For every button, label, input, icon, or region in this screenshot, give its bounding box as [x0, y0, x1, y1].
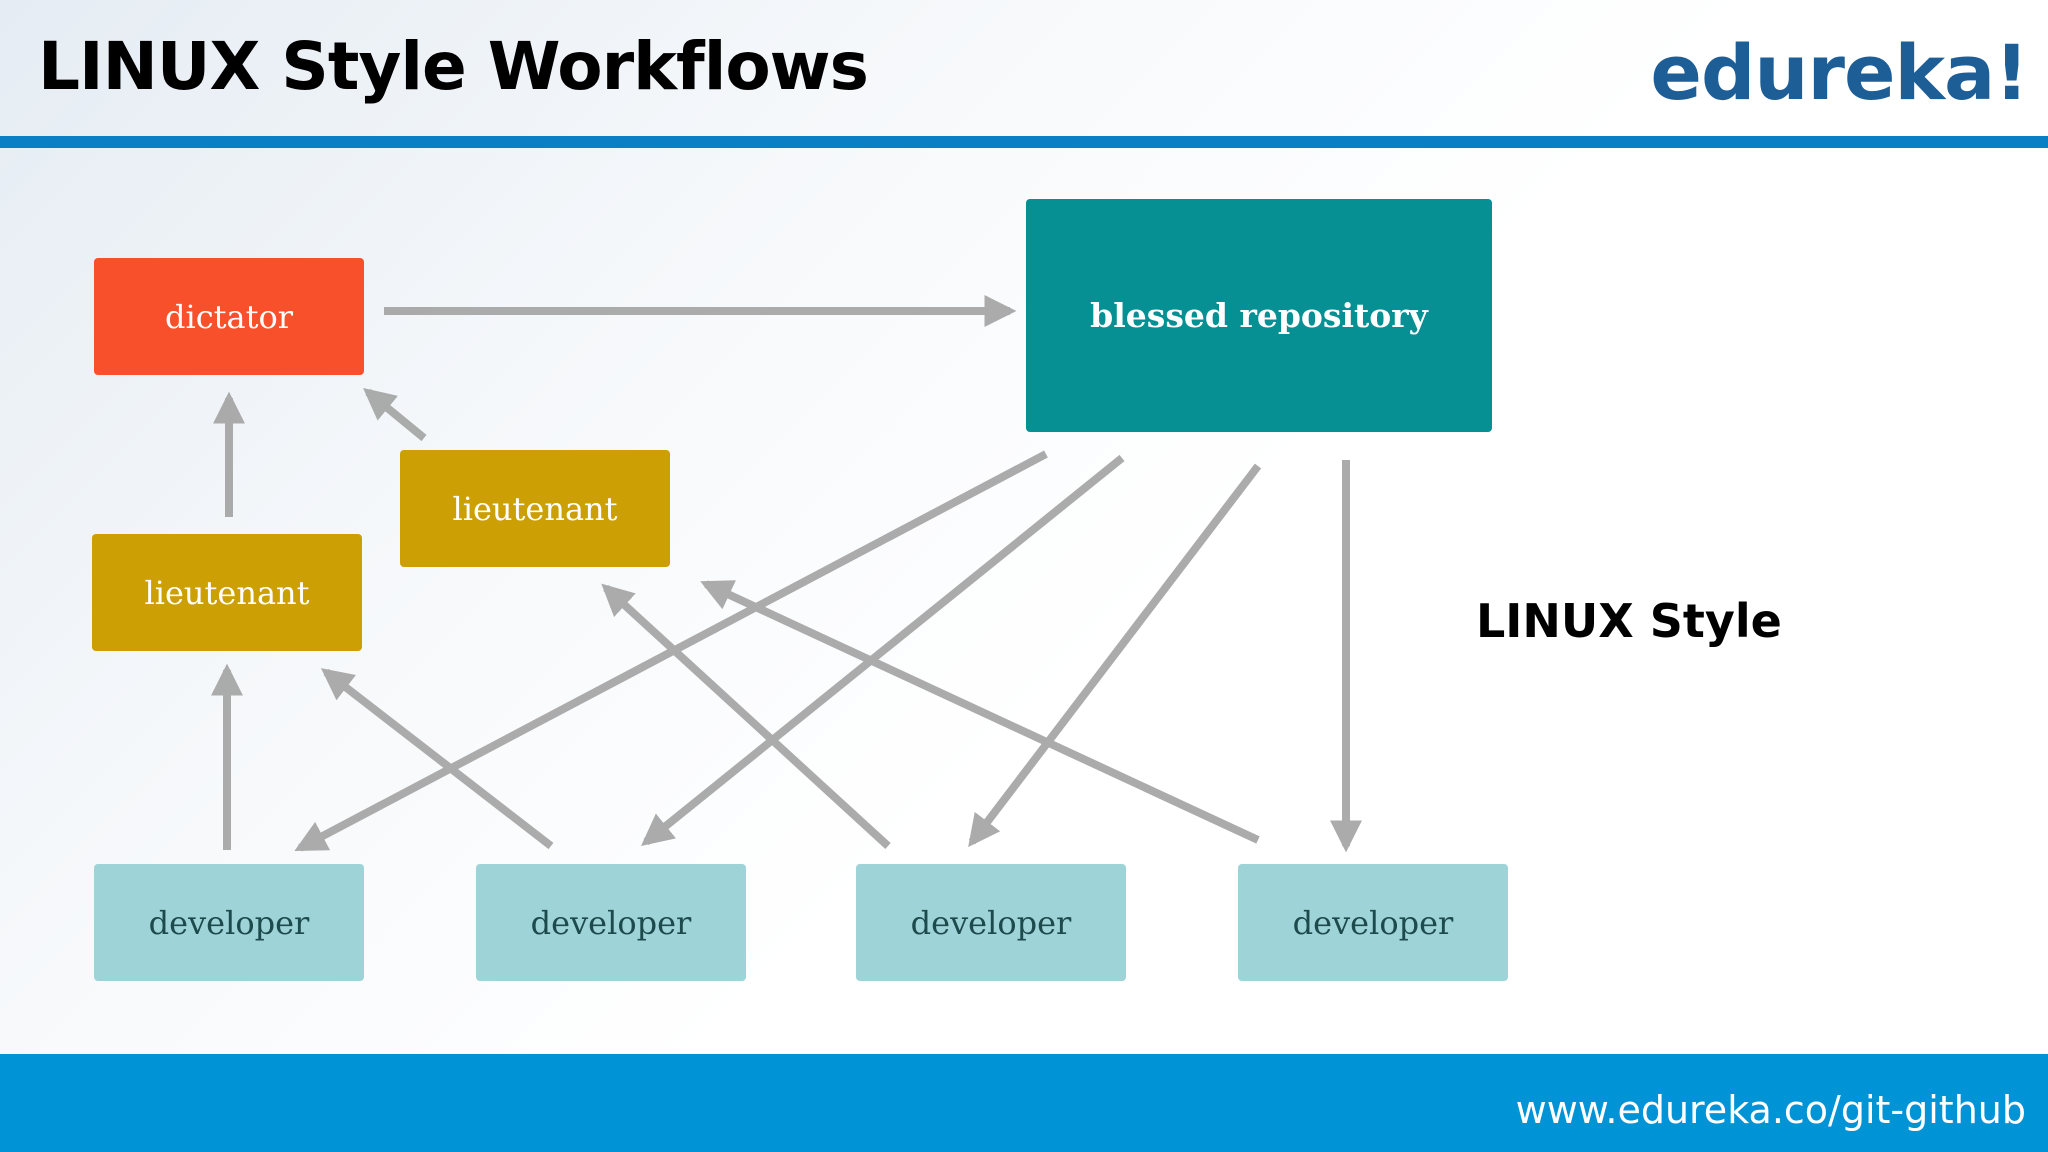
- dictator-node: dictator: [94, 258, 364, 375]
- header: LINUX Style Workflows edureka!: [0, 0, 2048, 136]
- developer-node-3: developer: [856, 864, 1126, 981]
- header-divider: [0, 136, 2048, 148]
- arrow-blessed-to-dev1: [294, 450, 1048, 852]
- arrow-dev4-to-lieutenant-top: [700, 580, 1260, 844]
- brand-logo: edureka!: [1650, 28, 2029, 117]
- footer-url: www.edureka.co/git-github: [1515, 1088, 2026, 1132]
- developer-node-2: developer: [476, 864, 746, 981]
- arrow-lieutenant-top-to-dictator: [363, 387, 427, 442]
- arrow-blessed-to-dev2: [641, 454, 1125, 847]
- arrow-blessed-to-dev3: [968, 463, 1262, 848]
- developer-node-4: developer: [1238, 864, 1508, 981]
- footer-bar: [0, 1054, 2048, 1152]
- arrow-dev3-to-lieutenant-top: [601, 583, 891, 849]
- arrow-dev2-to-lieutenant-left: [320, 668, 554, 850]
- blessed-repository-node: blessed repository: [1026, 199, 1492, 432]
- page-title: LINUX Style Workflows: [38, 28, 869, 105]
- lieutenant-node-top: lieutenant: [400, 450, 670, 567]
- linux-style-label: LINUX Style: [1476, 594, 1782, 648]
- developer-node-1: developer: [94, 864, 364, 981]
- lieutenant-node-left: lieutenant: [92, 534, 362, 651]
